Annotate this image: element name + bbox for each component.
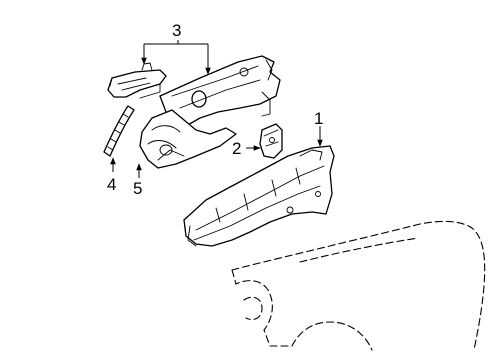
fender-outline — [231, 220, 486, 351]
part-2-bracket — [259, 123, 283, 159]
part-1-rail — [183, 145, 335, 247]
callout-1: 1 — [314, 109, 323, 128]
part-5-liner — [139, 109, 237, 169]
part-3-bracket — [107, 62, 167, 99]
part-4-strip — [103, 105, 135, 157]
callout-3: 3 — [172, 21, 181, 40]
callout-5: 5 — [133, 179, 142, 198]
leader-lines — [110, 40, 323, 178]
callout-4: 4 — [107, 175, 116, 194]
callout-2: 2 — [232, 139, 241, 158]
